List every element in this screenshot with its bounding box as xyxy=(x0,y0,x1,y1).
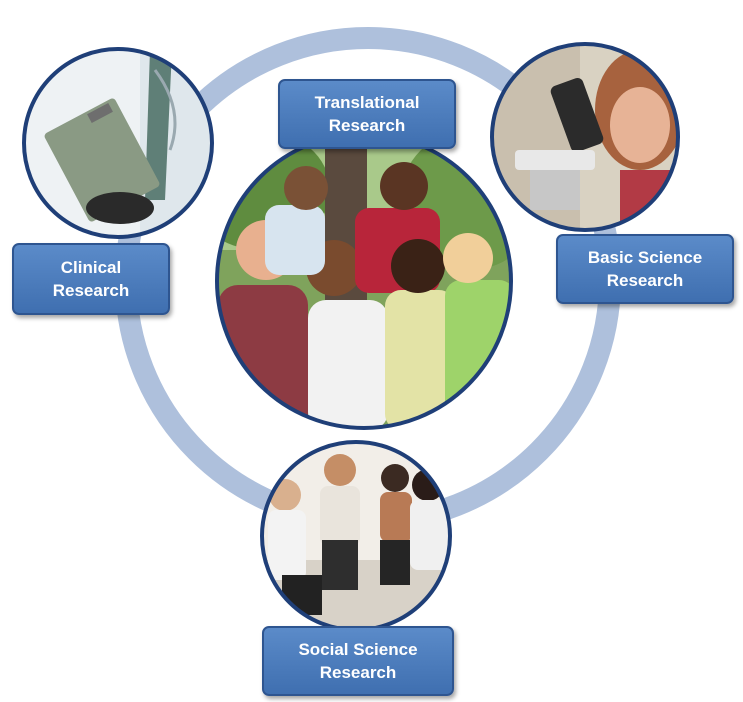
translational-label-line1: Translational xyxy=(314,93,420,112)
translational-label-line2: Research xyxy=(328,116,406,135)
basic-label-line1: Basic Science xyxy=(587,248,703,267)
translational-research-label: Translational Research xyxy=(278,79,456,149)
clinical-research-label: Clinical Research xyxy=(12,243,170,315)
basic-science-research-label: Basic Science Research xyxy=(556,234,734,304)
social-label-line2: Research xyxy=(319,663,397,682)
social-science-research-label: Social Science Research xyxy=(262,626,454,696)
basic-label-line2: Research xyxy=(606,271,684,290)
photo-scientist-microscope xyxy=(490,42,680,232)
clinical-label-line1: Clinical xyxy=(60,258,122,277)
photo-group-discussion xyxy=(260,440,452,632)
clinical-label-line2: Research xyxy=(52,281,130,300)
center-photo-students xyxy=(215,132,513,430)
photo-doctor-clipboard xyxy=(22,47,214,239)
social-label-line1: Social Science xyxy=(298,640,418,659)
